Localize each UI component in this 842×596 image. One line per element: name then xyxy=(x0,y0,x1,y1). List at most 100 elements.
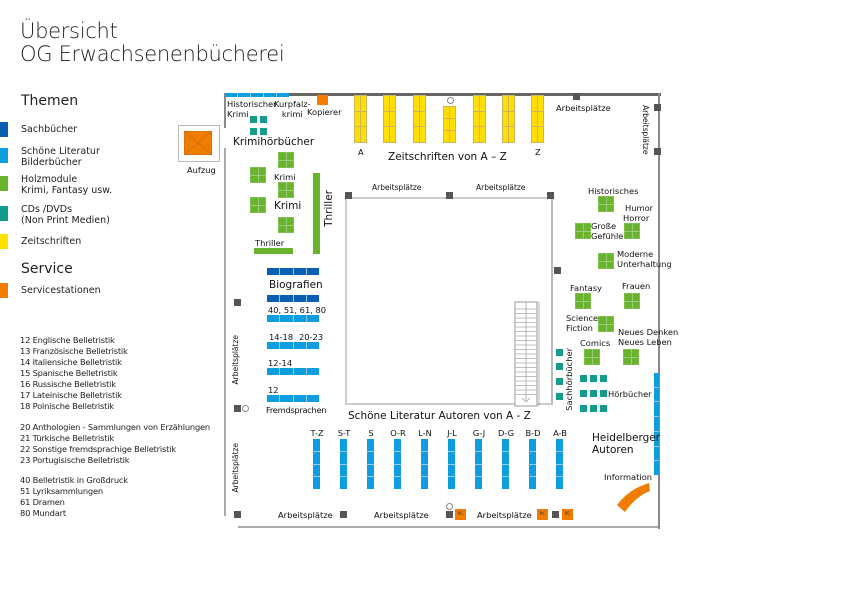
wood-module xyxy=(575,223,591,239)
label-arbeitsplaetze-left-1: Arbeitsplätze xyxy=(231,335,240,385)
pillar xyxy=(446,511,453,518)
wood-module xyxy=(598,316,614,332)
pillar xyxy=(547,192,554,199)
code-item: 21 Türkische Belletristik xyxy=(20,433,114,443)
label-zeitschriften: Zeitschriften von A – Z xyxy=(388,151,507,163)
wall-top xyxy=(224,93,661,96)
pillar xyxy=(234,405,241,412)
label-kopierer: Kopierer xyxy=(307,107,342,117)
label-arbeitsplaetze-atrium-2: Arbeitsplätze xyxy=(476,183,526,192)
label-frauen: Frauen xyxy=(622,281,651,291)
wood-module xyxy=(584,349,600,365)
cd-rack xyxy=(590,405,597,412)
cd-rack xyxy=(260,116,267,123)
legend-swatch xyxy=(0,176,8,191)
themes-heading: Themen xyxy=(21,93,79,109)
legend-swatch xyxy=(0,206,8,221)
code-list-1: 12 Englische Belletristik 13 Französisch… xyxy=(20,335,128,412)
label-fremdsprachen: Fremdsprachen xyxy=(266,405,327,415)
author-shelf-label: A-B xyxy=(553,428,567,438)
label-hoerbuecher: Hörbücher xyxy=(608,389,652,399)
elevator xyxy=(178,125,220,162)
cd-rack xyxy=(556,393,563,400)
cd-rack xyxy=(556,349,563,356)
pillar xyxy=(573,93,580,100)
code-item: 14 Italiensiche Belletristik xyxy=(20,357,122,367)
cd-rack xyxy=(600,375,607,382)
code-item: 51 Lyriksammlungen xyxy=(20,486,103,496)
pillar xyxy=(654,148,661,155)
wood-module xyxy=(623,349,639,365)
pillar xyxy=(340,511,347,518)
shelf-biografien xyxy=(267,268,319,275)
code-item: 13 Französische Belletristik xyxy=(20,346,128,356)
wood-module xyxy=(624,293,640,309)
pc-station: PC xyxy=(562,509,573,520)
author-shelf-label: S-T xyxy=(337,428,351,438)
code-list-2: 20 Anthologien - Sammlungen von Erzählun… xyxy=(20,422,210,466)
code-list-3: 40 Belletristik in Großdruck 51 Lyriksam… xyxy=(20,475,128,519)
author-shelf-label: G-J xyxy=(472,428,486,438)
wood-module xyxy=(278,217,294,233)
pillar xyxy=(234,299,241,306)
label-shelf-14-18: 14-18 xyxy=(269,332,294,342)
label-krimi-2: Krimi xyxy=(274,200,302,212)
label-zeit-z: Z xyxy=(535,147,541,157)
cd-rack xyxy=(600,390,607,397)
magazine-rack xyxy=(473,95,486,143)
copier xyxy=(317,95,328,105)
author-shelf xyxy=(367,439,374,489)
label-arbeitsplaetze-bottom-2: Arbeitsplätze xyxy=(374,510,429,520)
cd-rack xyxy=(590,390,597,397)
label-arbeitsplaetze-bottom-3: Arbeitsplätze xyxy=(477,510,532,520)
author-shelf-label: J-L xyxy=(447,428,457,438)
code-item: 17 Lateinische Belletristik xyxy=(20,390,122,400)
wood-module xyxy=(624,223,640,239)
author-shelf xyxy=(340,439,347,489)
shelf-40 xyxy=(267,315,319,322)
legend-swatch xyxy=(0,148,8,163)
staircase-icon xyxy=(514,301,540,407)
legend-label: CDs /DVDs xyxy=(21,204,73,215)
author-shelf xyxy=(556,439,563,489)
magazine-rack xyxy=(354,95,367,143)
code-item: 22 Sonstige fremdsprachige Belletristik xyxy=(20,444,176,454)
label-shelf-20-23: 20-23 xyxy=(299,332,324,342)
cd-rack xyxy=(600,405,607,412)
cd-rack xyxy=(250,116,257,123)
wood-module xyxy=(598,253,614,269)
title-line-2: OG Erwachsenenbücherei xyxy=(20,42,285,66)
wood-module xyxy=(575,293,591,309)
author-shelf-label: B-D xyxy=(525,428,541,438)
author-shelf xyxy=(313,439,320,489)
pillar xyxy=(345,192,352,199)
wood-module xyxy=(278,182,294,198)
label-thriller-h: Thriller xyxy=(255,238,285,248)
label-historisches: Historisches xyxy=(588,186,639,196)
cd-rack xyxy=(590,375,597,382)
label-shelf-40: 40, 51, 61, 80 xyxy=(268,305,327,315)
author-shelf xyxy=(394,439,401,489)
label-arbeitsplaetze-bottom-1: Arbeitsplätze xyxy=(278,510,333,520)
code-item: 80 Mundart xyxy=(20,508,66,518)
label-shelf-12: 12 xyxy=(268,385,279,395)
cd-rack xyxy=(556,363,563,370)
legend-swatch xyxy=(0,283,8,298)
cd-rack xyxy=(580,405,587,412)
legend-label: Schöne Literatur xyxy=(21,146,100,157)
legend-label: Sachbücher xyxy=(21,124,78,135)
thriller-shelf-v xyxy=(313,173,320,254)
wood-module xyxy=(250,197,266,213)
magazine-rack xyxy=(383,95,396,143)
legend-label: Servicestationen xyxy=(21,285,101,296)
shelf-heidelberger xyxy=(654,373,659,475)
wood-module xyxy=(278,152,294,168)
code-item: 61 Dramen xyxy=(20,497,65,507)
legend-label-2: Krimi, Fantasy usw. xyxy=(21,185,113,196)
legend-label: Holzmodule xyxy=(21,174,78,185)
